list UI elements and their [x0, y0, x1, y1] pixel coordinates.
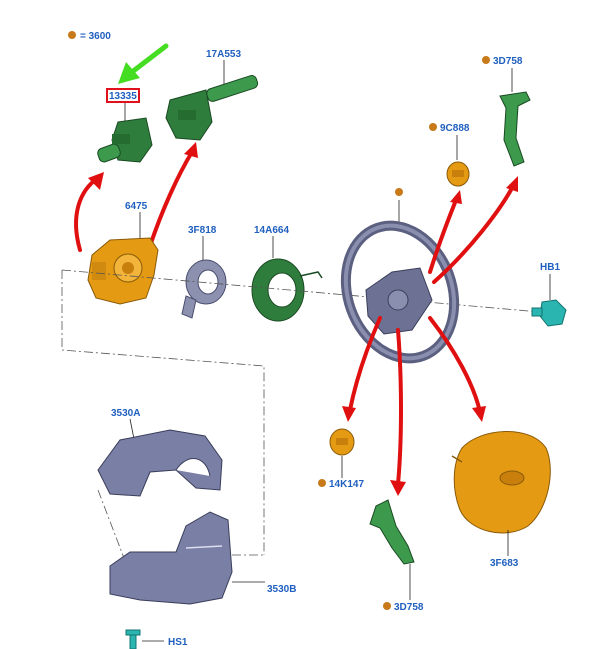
dot-3D758-top-icon: [482, 56, 490, 64]
arrowhead-3D758-top-icon: [506, 176, 518, 192]
arrow-to-3D758-top: [432, 186, 514, 284]
part-HB1-bolt[interactable]: [531, 299, 567, 327]
arrow-to-9C888: [428, 198, 458, 274]
label-3F683[interactable]: 3F683: [490, 558, 519, 569]
part-3F818-ring[interactable]: [181, 259, 227, 319]
label-HB1[interactable]: HB1: [540, 262, 560, 273]
legend-dot-icon: [68, 31, 76, 39]
axis-line: [61, 269, 541, 313]
frame-line: [61, 270, 265, 555]
label-14A664[interactable]: 14A664: [254, 225, 289, 236]
part-6475-housing[interactable]: [87, 237, 159, 305]
arrowhead-9C888-icon: [450, 190, 462, 204]
label-6475[interactable]: 6475: [125, 201, 148, 212]
label-17A553[interactable]: 17A553: [206, 49, 241, 60]
arrow-to-14K147: [348, 316, 382, 412]
arrowhead-3F683-icon: [472, 406, 486, 422]
highlight-box: [106, 88, 140, 103]
arrow-to-13335: [74, 176, 100, 252]
part-3530A-upper-shroud[interactable]: [97, 429, 223, 497]
part-3530B-lower-shroud[interactable]: [109, 511, 233, 605]
arrowhead-3D758-bottom-icon: [390, 480, 406, 496]
legend-text: = 3600: [80, 31, 111, 42]
arrow-to-3D758-bottom: [396, 328, 403, 486]
arrow-to-17A553: [148, 150, 194, 248]
dot-9C888-icon: [429, 123, 437, 131]
label-14K147[interactable]: 14K147: [329, 479, 364, 490]
part-3D758-top-bezel[interactable]: [499, 91, 531, 167]
dot-3D758-bottom-icon: [383, 602, 391, 610]
label-3D758-bottom[interactable]: 3D758: [394, 602, 424, 613]
label-13335[interactable]: 13335: [109, 91, 137, 102]
label-3D758-top[interactable]: 3D758: [493, 56, 523, 67]
wheel-3600-dot-icon: [395, 188, 403, 196]
label-HS1[interactable]: HS1: [168, 637, 188, 648]
highlight-arrow-icon: [118, 43, 169, 84]
part-17A553-switch[interactable]: [165, 74, 259, 141]
arrowhead-17A553-icon: [184, 142, 198, 158]
part-9C888-switch[interactable]: [446, 161, 470, 187]
part-3F683-airbag[interactable]: [451, 431, 551, 534]
part-HS1-screw[interactable]: [125, 629, 141, 649]
dot-14K147-icon: [318, 479, 326, 487]
part-13335-switch[interactable]: [96, 117, 153, 163]
label-3530B[interactable]: 3530B: [267, 584, 296, 595]
arrow-to-3F683: [428, 316, 482, 414]
arrowhead-14K147-icon: [342, 406, 356, 422]
part-14A664-clockspring[interactable]: [251, 258, 323, 322]
part-steering-wheel[interactable]: [328, 210, 472, 373]
label-3F818[interactable]: 3F818: [188, 225, 217, 236]
part-14K147-switch[interactable]: [329, 428, 355, 456]
label-3530A[interactable]: 3530A: [111, 408, 140, 419]
arrowhead-13335-icon: [88, 172, 104, 190]
part-3D758-bottom-bezel[interactable]: [369, 499, 415, 565]
label-9C888[interactable]: 9C888: [440, 123, 470, 134]
